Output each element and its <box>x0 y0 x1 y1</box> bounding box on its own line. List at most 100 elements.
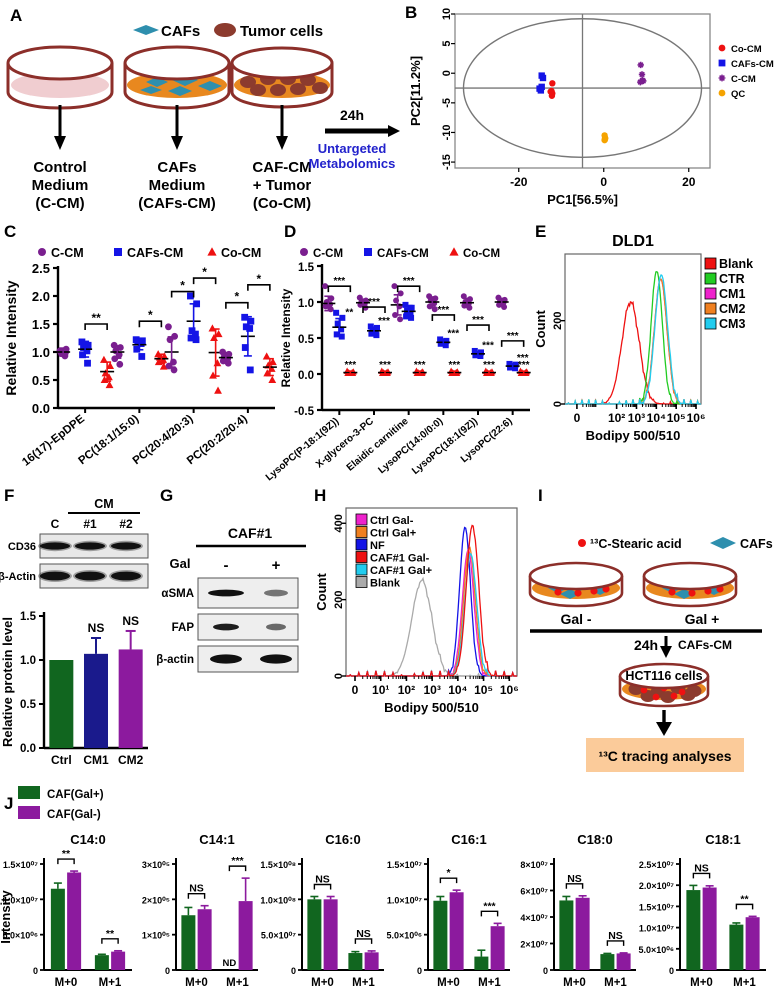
data-point-CAFs-CM-3 <box>537 87 545 94</box>
legend-marker-CAFs-CM <box>364 248 372 256</box>
j-sig-mark-1-1: *** <box>231 855 244 867</box>
j-y-tick-label-4-4: 8×10⁰⁷ <box>520 860 548 870</box>
j-y-tick-label-4-3: 6×10⁰⁷ <box>520 887 548 897</box>
j-y-tick-label-3-0: 0 <box>417 966 422 976</box>
y-tick-label: -5 <box>441 98 453 108</box>
i-stearic-dot-5 <box>688 589 696 597</box>
i-dish-label-1: Gal + <box>685 611 720 627</box>
blot-halo-0-1 <box>73 540 107 552</box>
j-sig-bracket-5-1 <box>735 903 754 910</box>
significance-bracket <box>192 277 217 285</box>
legend-marker-CAFs-CM <box>114 248 122 256</box>
j-chart-title-0: C14:0 <box>70 832 105 847</box>
dish-caption-0-line1: Medium <box>32 177 89 194</box>
significance-bracket <box>84 323 108 330</box>
legend-swatch-NF <box>355 538 368 551</box>
j-x-tick-label-0-1: M+1 <box>99 977 122 989</box>
legend-label-CM2: CM2 <box>719 302 745 316</box>
significance-bracket <box>396 285 421 293</box>
i-arrow-2-head <box>656 722 672 736</box>
j-x-tick-label-5-1: M+1 <box>733 977 756 989</box>
x-axis-label: Bodipy 500/510 <box>586 428 681 443</box>
data-point-C-CM-2-5 <box>397 316 404 323</box>
data-point-CAFs-CM-3-1 <box>247 317 255 325</box>
legend-marker-Co-CM <box>718 44 726 52</box>
g-blot-band-1-0 <box>213 623 239 631</box>
data-point-CAFs-CM-0-2 <box>334 320 341 327</box>
legend-label-QC: QC <box>731 89 745 100</box>
significance-bracket <box>138 320 163 328</box>
j-bar-0-0-0 <box>50 888 65 970</box>
j-legend-label-CAF(Gal+): CAF(Gal+) <box>47 789 104 801</box>
dish-caption-1-line0: CAFs <box>157 159 196 176</box>
f-x-tick-label-1: CM1 <box>83 753 109 767</box>
significance-mark: ** <box>345 308 353 319</box>
j-bar-4-1-0 <box>600 954 615 970</box>
legend-label-Blank: Blank <box>370 578 401 590</box>
legend-swatch-Ctrl Gal+ <box>355 526 368 538</box>
data-point-CAFs-CM-0-0 <box>333 309 340 316</box>
legend-swatch-Blank <box>355 576 368 588</box>
panel-c-label: C <box>4 222 17 241</box>
blot-group-header: CM <box>94 497 113 511</box>
g-lane-label-1: + <box>272 557 281 574</box>
f-bar-0 <box>49 660 74 748</box>
j-sig-bracket-1-1 <box>228 865 247 872</box>
y-tick-label: 400 <box>333 514 345 532</box>
i-hct-label: HCT116 cells <box>625 669 702 683</box>
data-point-CAFs-CM-2-5 <box>192 336 200 344</box>
dish-caption-2-line0: CAF-CM <box>252 159 311 176</box>
panel-a-graphic: CAFs Tumor cells Control Medium (C-CM) <box>6 23 400 212</box>
j-sig-bracket-0-1 <box>101 938 119 944</box>
i-hct-dot-2 <box>678 688 686 696</box>
data-point-C-CM-1 <box>638 71 646 78</box>
data-point-CAFs-CM-0-5 <box>84 359 91 367</box>
x-tick-label: 10⁵ <box>667 411 686 425</box>
x-tick-label: 10³ <box>423 683 440 697</box>
j-x-tick-label-4-1: M+1 <box>604 977 627 989</box>
j-sig-bracket-3-0 <box>439 877 458 884</box>
f-y-axis-label: Relative protein level <box>0 617 15 747</box>
dish-caption-1-line1: Medium <box>149 177 206 194</box>
j-bar-2-1-0 <box>348 953 363 970</box>
data-point-Co-CM-3-1 <box>268 358 277 366</box>
legend-label-C-CM: C-CM <box>731 74 756 85</box>
j-y-tick-label-1-0: 0 <box>165 966 170 976</box>
data-point-C-CM-1-5 <box>116 360 124 368</box>
x-tick-label: 10⁴ <box>647 411 666 425</box>
panel-j-charts: C14:005.0×10⁰⁶1.0×10⁰⁷1.5×10⁰⁷Intensity*… <box>0 832 766 989</box>
x-axis-label: PC1[56.5%] <box>547 192 618 207</box>
j-x-tick-label-5-0: M+0 <box>690 977 713 989</box>
i-stearic-dot-5 <box>574 589 582 597</box>
data-point-Co-CM-2-1 <box>214 330 223 338</box>
i-hct-dot-3 <box>652 693 660 701</box>
legend-label-NF: NF <box>370 540 385 552</box>
legend-label-Co-CM: Co-CM <box>463 248 500 260</box>
j-bar-1-1-1 <box>238 901 253 970</box>
f-x-tick-label-0: Ctrl <box>51 753 72 767</box>
legend-swatch-CAF#1 Gal+ <box>355 563 368 576</box>
data-point-C-CM-4 <box>640 77 647 85</box>
j-chart-title-5: C18:1 <box>705 832 740 847</box>
legend-label-CAFs-CM: CAFs-CM <box>731 59 774 70</box>
data-point-CAFs-CM-2-0 <box>187 292 194 300</box>
data-point-CAFs-CM-0-4 <box>333 331 340 338</box>
legend-label-Co-CM: Co-CM <box>731 44 762 55</box>
histogram-trace-CM2 <box>565 278 701 407</box>
f-y-tick-label: 1.5 <box>20 611 37 623</box>
legend-swatch-CM3 <box>704 317 717 330</box>
data-point-C-CM-2-0 <box>165 323 172 331</box>
arrow-caption-0: Untargeted <box>318 141 387 156</box>
i-hct-rim <box>618 662 710 690</box>
data-point-CAFs-CM-0-3 <box>338 326 345 333</box>
data-point-CAFs-CM-0-1 <box>84 341 92 349</box>
x-tick-label: 10⁴ <box>448 683 467 697</box>
y-tick-label: 0 <box>552 401 564 407</box>
